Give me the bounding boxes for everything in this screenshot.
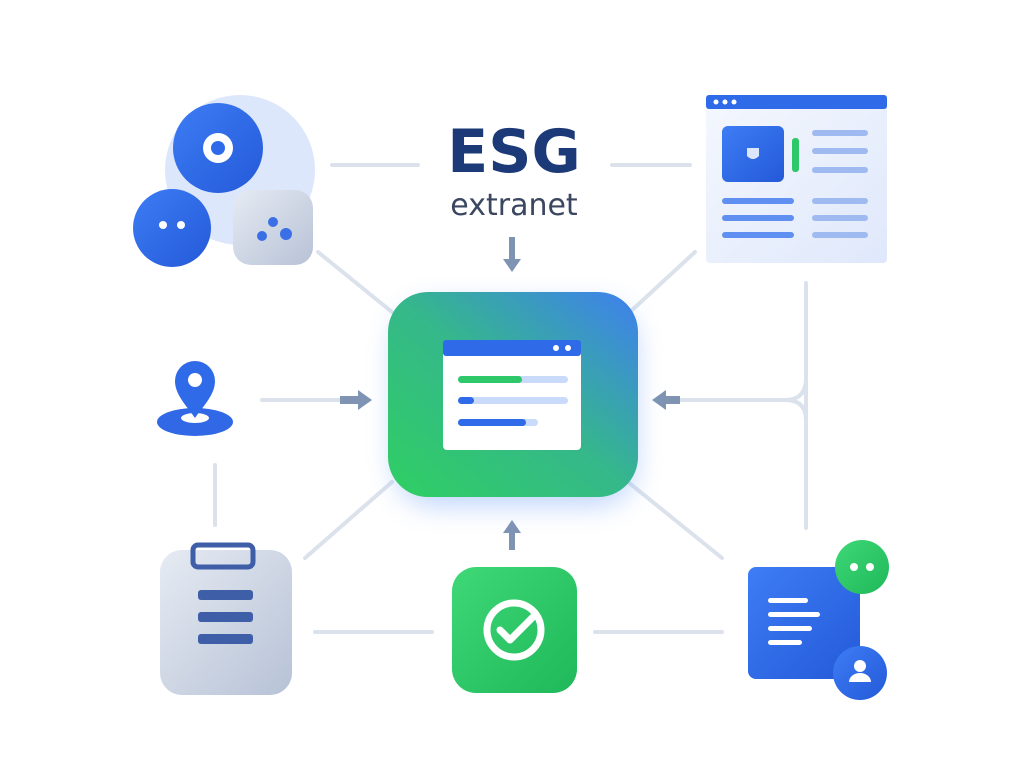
document-chat-icon <box>748 540 889 679</box>
browser-window-icon <box>706 95 887 263</box>
arrow-right-icon <box>340 390 372 410</box>
check-badge-icon <box>452 567 577 693</box>
arrow-up-icon <box>503 520 521 550</box>
title-esg: ESG <box>447 117 580 187</box>
user-avatar-icon <box>833 646 887 700</box>
central-dashboard-icon <box>388 292 638 505</box>
location-pin-icon <box>157 361 233 436</box>
clipboard-icon <box>160 542 292 695</box>
arrow-down-icon <box>503 237 521 272</box>
connectors <box>213 163 808 634</box>
arrow-left-icon <box>652 390 680 410</box>
users-group-icon <box>133 95 315 267</box>
arrows <box>340 237 680 550</box>
title-subtitle: extranet <box>450 188 578 223</box>
